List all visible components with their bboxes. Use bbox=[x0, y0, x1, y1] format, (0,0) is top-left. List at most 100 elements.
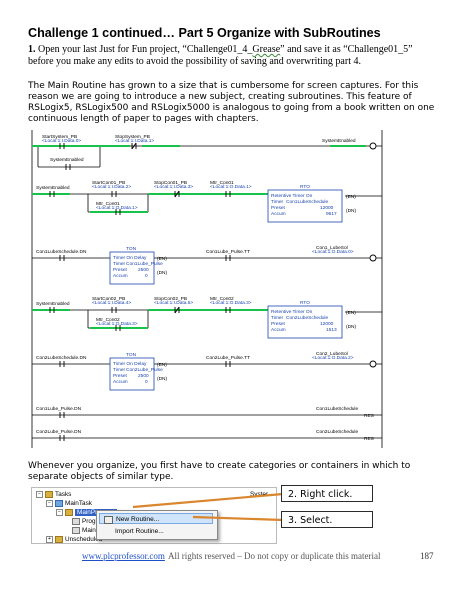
contact-r7 bbox=[59, 435, 65, 441]
addr-mtr-con01: <Local:1:O.Data.1> bbox=[210, 184, 252, 190]
rto-block-2: RTO Retentive Timer On Timer Con2LubeSch… bbox=[267, 300, 357, 339]
rto1-title: RTO bbox=[300, 184, 310, 190]
contact-startsystem bbox=[59, 143, 65, 149]
rto1-dn: (DN) bbox=[346, 208, 357, 214]
tag-r2-systemenabled: SystemEnabled bbox=[36, 185, 70, 191]
tags-icon bbox=[72, 518, 80, 525]
ton2-dn: (DN) bbox=[157, 376, 168, 382]
tree-label-main: Main bbox=[82, 527, 96, 535]
tree-label-unscheduled: Unscheduled bbox=[65, 536, 103, 544]
addr-seal-mtr-con02: <Local:1:O.Data.3> bbox=[96, 321, 138, 327]
rto1-accum-value: 9617 bbox=[326, 211, 337, 217]
addr-startsystem: <Local:1:I.Data.0> bbox=[42, 138, 81, 144]
rto1-accum-label: Accum bbox=[271, 211, 286, 217]
addr-startcon02: <Local:1:I.Data.4> bbox=[92, 300, 131, 306]
grease-word: Grease bbox=[252, 44, 281, 55]
ton-block-2: TON Timer On Delay Timer Con2Lube_Pulse … bbox=[109, 352, 168, 391]
page-title: Challenge 1 continued… Part 5 Organize w… bbox=[28, 26, 381, 40]
rto2-en: (EN) bbox=[346, 310, 356, 316]
tree-label-tasks: Tasks bbox=[55, 491, 72, 499]
rung-4-energized bbox=[32, 309, 268, 329]
rto2-title: RTO bbox=[300, 300, 310, 306]
ton1-en: (EN) bbox=[157, 256, 167, 262]
ton1-dn: (DN) bbox=[157, 270, 168, 276]
ton2-accum-value: 0 bbox=[145, 379, 148, 385]
ton2-en: (EN) bbox=[157, 362, 167, 368]
folder-icon bbox=[45, 491, 53, 498]
contact-r4-enabled bbox=[49, 307, 55, 313]
ton1-preset-label: Preset bbox=[113, 267, 128, 273]
tag-startsystem-pb: StartSystem_PB bbox=[42, 134, 77, 140]
instruction-text-a: Open your last Just for Fun project, “Ch… bbox=[35, 44, 253, 55]
rto2-preset-label: Preset bbox=[271, 321, 286, 327]
expand-icon[interactable]: + bbox=[46, 536, 53, 543]
menu-item-import-routine[interactable]: Import Routine... bbox=[99, 526, 213, 537]
website-link[interactable]: www.plcprofessor.com bbox=[82, 551, 165, 561]
menu-label-import-routine: Import Routine... bbox=[115, 528, 164, 535]
tag-con1lubeschedule-dn: Con1LubeSchedule.DN bbox=[36, 249, 87, 255]
tree-label-prog: Prog bbox=[82, 518, 96, 526]
tag-con2lube-pulse-tt: Con2Lube_Pulse.TT bbox=[206, 355, 250, 361]
ton1-preset-value: 2500 bbox=[138, 267, 149, 273]
tag-mtr-con02: Mtr_Con02 bbox=[210, 296, 234, 302]
organize-paragraph: Whenever you organize, you first have to… bbox=[28, 461, 411, 482]
tag-startcon02: StartCon02_PB bbox=[92, 296, 125, 302]
rto1-timer-value: Con1LubeSchedule bbox=[286, 199, 328, 205]
coil-con1-lubesol bbox=[369, 254, 377, 262]
contact-mtrcon01 bbox=[225, 191, 231, 197]
ton1-desc: Timer On Delay bbox=[113, 255, 147, 261]
rto2-desc: Retentive Timer On bbox=[271, 309, 313, 315]
rto1-preset-value: 12000 bbox=[320, 205, 334, 211]
tag-con2lubeschedule-dn: Con2LubeSchedule.DN bbox=[36, 355, 87, 361]
tag-stopcon01: StopCon01_PB bbox=[154, 180, 187, 186]
addr-con2-lubesol: <Local:1:O.Data.2> bbox=[312, 355, 354, 361]
tag-con1lube-pulse-tt: Con1Lube_Pulse.TT bbox=[206, 249, 250, 255]
tag-mtr-con01: Mtr_Con01 bbox=[210, 180, 234, 186]
collapse-icon[interactable]: − bbox=[56, 509, 63, 516]
contact-r3 bbox=[59, 255, 65, 261]
tag-startcon01: StartCon01_PB bbox=[92, 180, 125, 186]
contact-stopsystem bbox=[131, 142, 137, 150]
addr-mtr-con02: <Local:1:O.Data.3> bbox=[210, 300, 252, 306]
addr-stopcon01: <Local:1:I.Data.3> bbox=[154, 184, 193, 190]
tree-item-unscheduled[interactable]: + Unscheduled bbox=[46, 536, 102, 543]
rto1-en: (EN) bbox=[346, 194, 356, 200]
tree-item-tasks[interactable]: − Tasks bbox=[36, 491, 71, 498]
rto2-accum-label: Accum bbox=[271, 327, 286, 333]
page-number: 187 bbox=[420, 551, 434, 561]
collapse-icon[interactable]: − bbox=[46, 500, 53, 507]
ton2-preset-value: 2500 bbox=[138, 373, 149, 379]
contact-stopcon01 bbox=[174, 190, 180, 198]
program-icon bbox=[65, 509, 73, 516]
addr-stopsystem: <Local:1:I.Data.1> bbox=[115, 138, 154, 144]
contact-startcon01 bbox=[111, 191, 117, 197]
contact-r3-pulse bbox=[225, 255, 231, 261]
ton1-timer-value: Con1Lube_Pulse bbox=[126, 261, 163, 267]
tree-item-prog[interactable]: Prog bbox=[72, 518, 96, 525]
rto2-accum-value: 1513 bbox=[326, 327, 337, 333]
collapse-icon[interactable]: − bbox=[36, 491, 43, 498]
contact-r5 bbox=[59, 361, 65, 367]
tag-systemenabled-out: SystemEnabled bbox=[322, 138, 356, 144]
res-coil-2: RES bbox=[364, 436, 374, 442]
res-coil-1: RES bbox=[364, 413, 374, 419]
ton2-desc: Timer On Delay bbox=[113, 361, 147, 367]
new-routine-icon bbox=[104, 516, 113, 524]
menu-label-new-routine: New Routine... bbox=[116, 516, 160, 523]
addr-con1-lubesol: <Local:1:O.Data.0> bbox=[312, 249, 354, 255]
contact-mtrcon02 bbox=[225, 307, 231, 313]
rto2-preset-value: 12000 bbox=[320, 321, 334, 327]
menu-item-new-routine[interactable]: New Routine... bbox=[99, 513, 213, 524]
rung-2-energized bbox=[32, 193, 268, 213]
ton1-timer-label: Timer bbox=[113, 261, 125, 267]
tree-item-maintask[interactable]: −MainTask bbox=[46, 500, 92, 507]
intro-paragraph: The Main Routine has grown to a size tha… bbox=[28, 81, 435, 124]
tree-item-main[interactable]: Main bbox=[72, 527, 96, 534]
ton-block-1: TON Timer On Delay Timer Con1Lube_Pulse … bbox=[109, 246, 168, 285]
rto2-timer-value: Con2LubeSchedule bbox=[286, 315, 328, 321]
callout-select: 3. Select. bbox=[281, 511, 373, 528]
routine-icon bbox=[72, 527, 80, 534]
tag-stopcon02: StopCon02_PB bbox=[154, 296, 187, 302]
tag-con1lubeschedule-res: Con1LubeSchedule bbox=[316, 406, 358, 412]
